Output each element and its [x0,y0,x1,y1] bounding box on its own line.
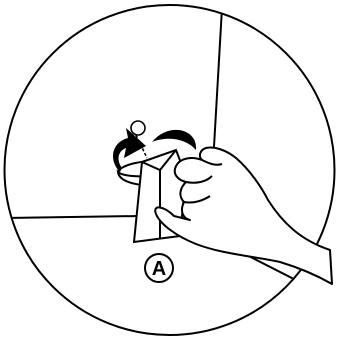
callout-label: A [152,258,166,280]
callout-a: A [145,254,173,282]
